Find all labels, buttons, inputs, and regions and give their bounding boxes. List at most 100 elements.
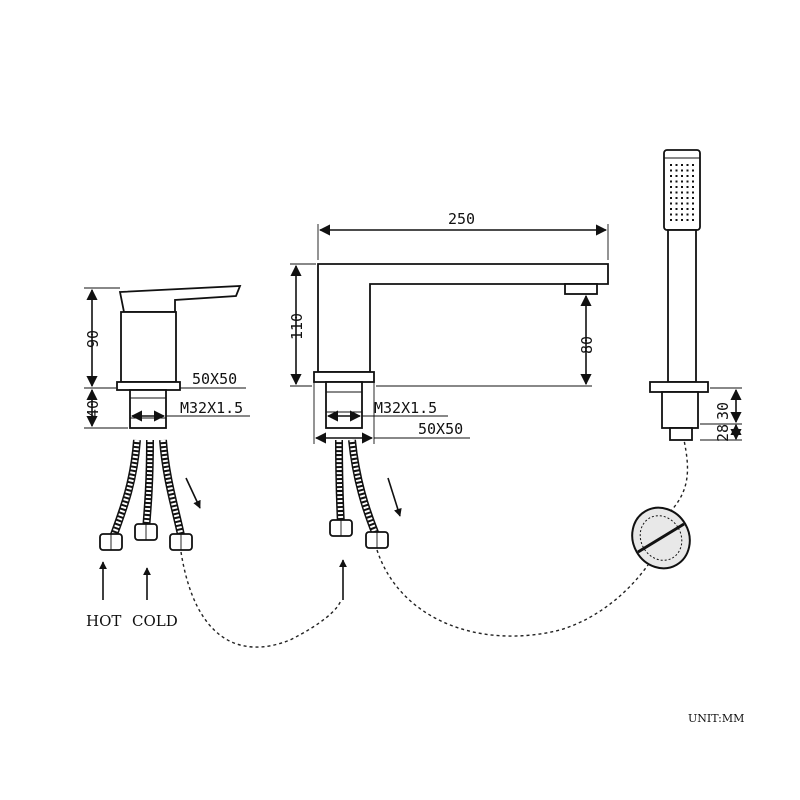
hose-weight: [631, 506, 691, 570]
bath-spout: [313, 263, 609, 429]
nozzle-dot: [675, 175, 678, 177]
spout-size-label: 50X50: [418, 420, 463, 438]
nozzle-dot: [670, 202, 672, 205]
mixer-supply-hoses: [99, 439, 193, 551]
nozzle-dot: [681, 175, 683, 177]
nozzle-dot: [692, 180, 694, 183]
nozzle-dot: [675, 213, 678, 216]
spout-outlet-height-label: 80: [578, 336, 596, 354]
nozzle-dot: [692, 213, 694, 216]
nozzle-dot: [670, 191, 672, 194]
nozzle-dot: [692, 175, 694, 177]
spout-supply-hoses: [329, 439, 389, 549]
nozzle-dot: [692, 164, 694, 166]
nozzle-dot: [681, 186, 683, 188]
nozzle-dot: [681, 208, 683, 210]
nozzle-dot: [675, 219, 678, 221]
unit-note: UNIT:MM: [688, 712, 744, 725]
nozzle-dot: [692, 197, 694, 199]
mixer-to-spout-hose: [180, 551, 342, 648]
nozzle-dot: [681, 164, 683, 166]
mixer-flow-arrows: HOT COLD: [86, 477, 201, 630]
spout-length-label: 250: [448, 210, 475, 228]
nozzle-dot: [686, 164, 689, 166]
nozzle-dot: [692, 169, 694, 172]
spout-shank: [325, 381, 363, 429]
nozzle-dot: [675, 169, 678, 172]
mixer-lever: [118, 285, 242, 313]
mixer-thread-label: M32X1.5: [180, 399, 243, 417]
mixer-body: [120, 311, 177, 383]
hot-label: HOT: [86, 612, 121, 630]
nozzle-dot: [686, 191, 689, 194]
spout-aerator: [564, 283, 598, 295]
mixer-valve: [116, 285, 242, 429]
spout-thread-label: M32X1.5: [374, 399, 437, 417]
nozzle-dot: [670, 164, 672, 166]
spout-body: [317, 263, 609, 373]
nozzle-dot: [670, 169, 672, 172]
spout-outlet-arrow: [387, 477, 402, 517]
nozzle-dot: [675, 208, 678, 210]
mixer-height-label: 90: [84, 330, 102, 348]
mixer-dimensions: 90 40 50X50 M32X1.5: [84, 287, 250, 429]
mixer-base-plate: [116, 381, 181, 391]
nozzle-dot: [675, 164, 678, 166]
nozzle-dot: [681, 213, 683, 216]
mixer-outlet-arrow: [185, 477, 201, 509]
cold-label: COLD: [132, 612, 178, 630]
diverter-to-handshower-hose: [669, 439, 689, 513]
nozzle-dot: [670, 219, 672, 221]
spout-base-plate: [313, 371, 375, 383]
nozzle-dot: [686, 169, 689, 172]
nozzle-dot: [675, 180, 678, 183]
nozzle-dot: [681, 197, 683, 199]
spout-flow-arrows: [339, 477, 402, 600]
nozzle-dot: [686, 208, 689, 210]
nozzle-dot: [681, 219, 683, 221]
nozzle-dot: [675, 191, 678, 194]
mixer-base-label: 40: [84, 400, 102, 418]
mixer-shank: [129, 389, 167, 429]
nozzle-dot: [692, 186, 694, 188]
nozzle-dot: [681, 169, 683, 172]
nozzle-dot: [670, 186, 672, 188]
spout-height-label: 110: [288, 313, 306, 340]
handshower-holder-label: 30: [714, 402, 732, 420]
hand-shower: [649, 149, 709, 441]
nozzle-dot: [686, 180, 689, 183]
nozzle-dot: [692, 208, 694, 210]
spout-to-diverter-hose: [376, 549, 649, 637]
connecting-hoses: [180, 439, 689, 648]
handshower-base-plate: [649, 381, 709, 393]
nozzle-dot: [692, 202, 694, 205]
handshower-head: [663, 149, 701, 231]
nozzle-dot: [681, 202, 683, 205]
handshower-handle: [667, 229, 697, 383]
handshower-nozzles: [670, 164, 694, 221]
nozzle-dot: [670, 197, 672, 199]
nozzle-dot: [686, 175, 689, 177]
nozzle-dot: [675, 197, 678, 199]
handshower-base-label: 28: [714, 424, 732, 442]
handshower-holder: [661, 391, 699, 429]
nozzle-dot: [670, 208, 672, 210]
nozzle-dot: [675, 202, 678, 205]
nozzle-dot: [686, 197, 689, 199]
mixer-size-label: 50X50: [192, 370, 237, 388]
spout-dimensions: 250 110 80 M32X1.5 50X50: [288, 210, 609, 444]
nozzle-dot: [670, 175, 672, 177]
nozzle-dot: [692, 219, 694, 221]
nozzle-dot: [686, 219, 689, 221]
nozzle-dot: [692, 191, 694, 194]
nozzle-dot: [686, 202, 689, 205]
nozzle-dot: [675, 186, 678, 188]
nozzle-dot: [686, 186, 689, 188]
nozzle-dot: [686, 213, 689, 216]
handshower-shank: [669, 427, 693, 441]
nozzle-dot: [681, 191, 683, 194]
nozzle-dot: [670, 213, 672, 216]
nozzle-dot: [681, 180, 683, 183]
